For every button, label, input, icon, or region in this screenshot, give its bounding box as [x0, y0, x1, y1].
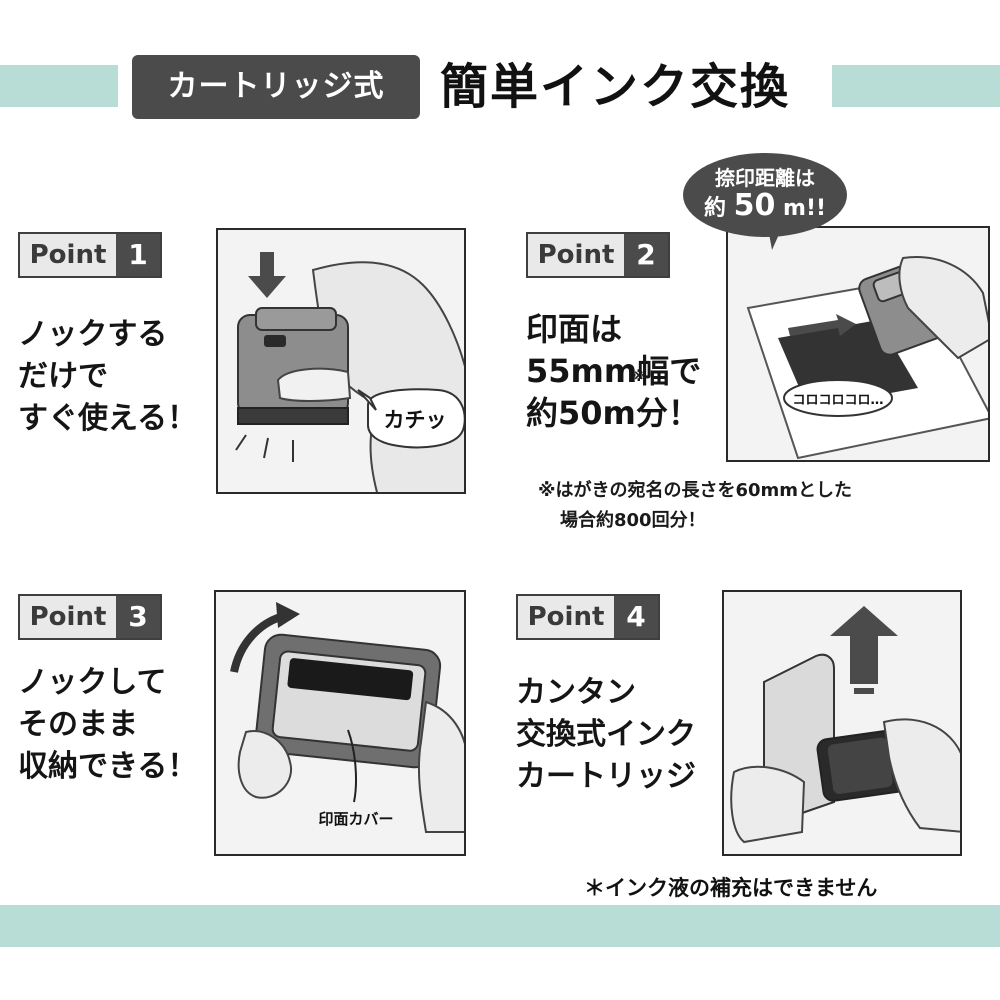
refill-footnote: ＊インク液の補充はできません [584, 876, 878, 900]
desc-line: 約50m分！ [526, 394, 700, 432]
desc-line: カンタン [516, 675, 636, 710]
down-arrow-icon [248, 252, 286, 298]
click-callout-text: カチッ [384, 408, 447, 432]
point-2-description: 印面は 55mm幅で 約50m分！ [526, 308, 701, 434]
point-1-label: Point 1 [18, 232, 162, 278]
stamp-press-illustration: カチッ [235, 252, 464, 492]
cartridge-swap-illustration [730, 606, 960, 844]
point-3-description: ノックして そのまま 収納できる！ [18, 662, 197, 788]
point-4-illustration [722, 590, 962, 856]
point-2-illustration: コロコロコロ… [726, 226, 990, 462]
stamp-cover-illustration: 印面カバー [230, 602, 464, 833]
desc-line: だけで [18, 359, 108, 394]
point-number: 3 [116, 596, 160, 638]
page-title: 簡単インク交換 [440, 59, 791, 115]
point-word: Point [20, 234, 116, 276]
desc-line: 交換式インク [516, 717, 696, 752]
point-1-description: ノックする だけで すぐ使える！ [18, 314, 197, 440]
capacity-note-line-1: ※はがきの宛名の長さを60mmとした [538, 480, 853, 501]
footnote-mark: ※ [632, 369, 646, 385]
point-word: Point [518, 596, 614, 638]
capacity-note-line-2: 場合約800回分！ [560, 510, 706, 531]
point-number: 1 [116, 234, 160, 276]
desc-line: すぐ使える！ [18, 401, 198, 436]
bubble-unit: m!! [783, 196, 827, 221]
desc-line: 印面は [526, 310, 623, 348]
point-number: 4 [614, 596, 658, 638]
bubble-line-2: 約 50 m!! [680, 188, 850, 223]
desc-line: ノックする [18, 317, 168, 352]
desc-line: 収納できる！ [18, 749, 198, 784]
point-2-label: Point 2 [526, 232, 670, 278]
bubble-value: 50 [733, 188, 776, 223]
rolling-stamp-illustration: コロコロコロ… [746, 256, 988, 460]
cover-caption: 印面カバー [318, 810, 393, 828]
rolling-callout-text: コロコロコロ… [792, 393, 883, 408]
bubble-line-1: 捺印距離は [715, 166, 815, 190]
point-4-label: Point 4 [516, 594, 660, 640]
up-arrow-icon [830, 606, 898, 694]
desc-line: そのまま [18, 707, 138, 742]
point-word: Point [528, 234, 624, 276]
desc-line: 55mm幅で [526, 352, 702, 390]
cartridge-badge: カートリッジ式 [132, 55, 420, 119]
header: カートリッジ式 簡単インク交換 [118, 48, 832, 126]
point-1-illustration: カチッ [216, 228, 466, 494]
point-word: Point [20, 596, 116, 638]
point-3-label: Point 3 [18, 594, 162, 640]
desc-line: カートリッジ [516, 759, 696, 794]
bottom-band [0, 905, 1000, 947]
point-number: 2 [624, 234, 668, 276]
bubble-prefix: 約 [703, 196, 726, 221]
desc-line: ノックして [18, 665, 167, 700]
click-callout: カチッ [357, 388, 464, 449]
point-3-illustration: 印面カバー [214, 590, 466, 856]
distance-bubble: 捺印距離は 約 50 m!! [680, 150, 850, 250]
point-4-description: カンタン 交換式インク カートリッジ [516, 672, 696, 798]
